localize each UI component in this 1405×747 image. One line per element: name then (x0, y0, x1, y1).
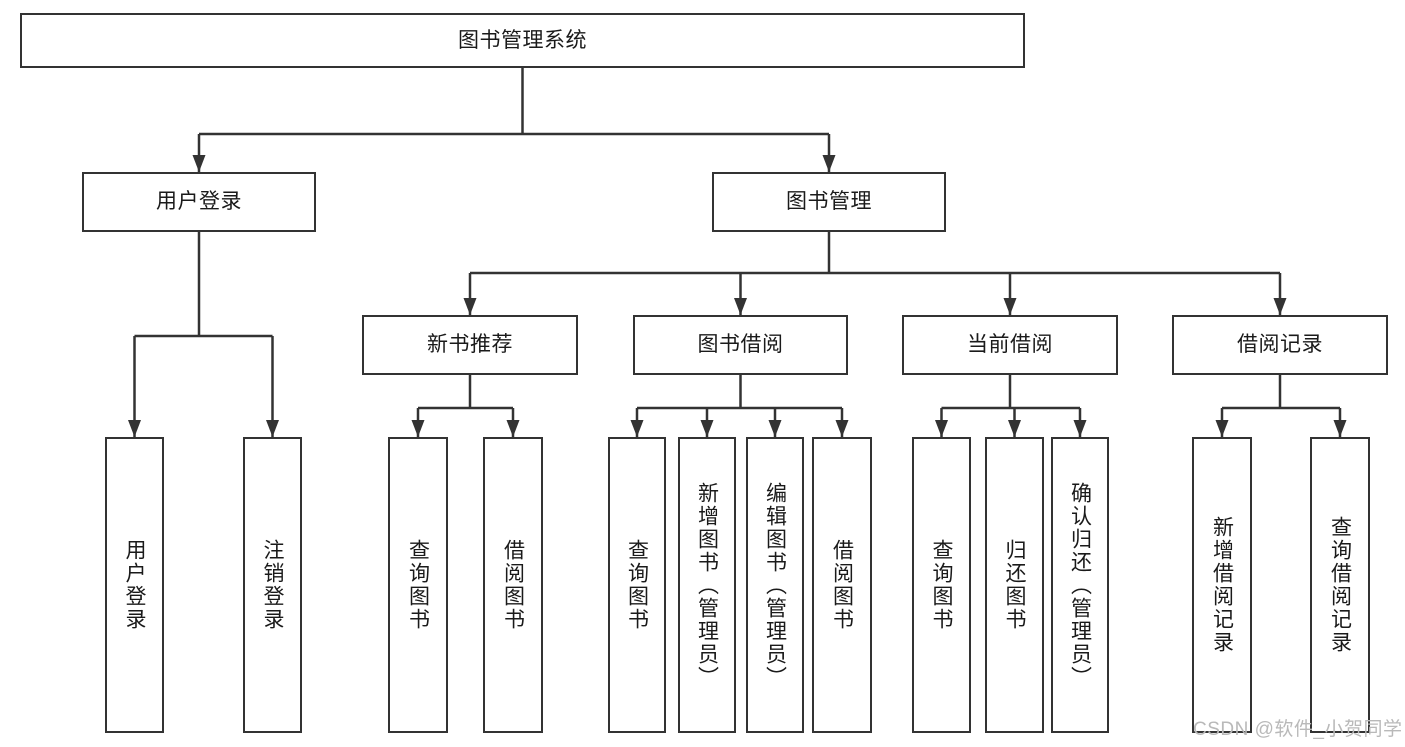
edge-arrowhead (506, 420, 520, 437)
node-label: 用户登录 (156, 190, 242, 214)
edge-arrowhead (463, 298, 477, 315)
node-leaf-bb-query[interactable]: 查询图书 (608, 437, 666, 733)
edge-arrowhead (128, 420, 141, 437)
node-current-borrow[interactable]: 当前借阅 (902, 315, 1118, 375)
node-label: 图书管理 (786, 190, 872, 214)
edge-arrowhead (835, 420, 849, 437)
node-label: 当前借阅 (967, 333, 1053, 357)
node-label: 查询图书 (930, 539, 953, 631)
node-borrow-record[interactable]: 借阅记录 (1172, 315, 1388, 375)
node-label: 新增图书（管理员） (695, 481, 719, 689)
node-label: 查询图书 (625, 539, 649, 631)
node-leaf-cb-query[interactable]: 查询图书 (912, 437, 971, 733)
node-label: 借阅记录 (1237, 333, 1323, 357)
node-leaf-user-login[interactable]: 用户登录 (105, 437, 164, 733)
node-label: 归还图书 (1003, 539, 1026, 631)
node-leaf-rec-borrow[interactable]: 借阅图书 (483, 437, 543, 733)
node-book-manage[interactable]: 图书管理 (712, 172, 946, 232)
node-label: 图书管理系统 (458, 28, 587, 52)
edge-arrowhead (411, 420, 425, 437)
edge-arrowhead (935, 420, 948, 437)
node-user-login[interactable]: 用户登录 (82, 172, 316, 232)
edge-arrowhead (822, 155, 836, 172)
edge-arrowhead (768, 420, 782, 437)
edge-arrowhead (1215, 420, 1229, 437)
node-leaf-bb-edit[interactable]: 编辑图书（管理员） (746, 437, 804, 733)
node-label: 图书借阅 (697, 333, 784, 357)
node-book-borrow[interactable]: 图书借阅 (633, 315, 848, 375)
node-root[interactable]: 图书管理系统 (20, 13, 1025, 68)
node-label: 用户登录 (123, 539, 146, 631)
edge-arrowhead (734, 298, 747, 315)
node-label: 新增借阅记录 (1210, 516, 1234, 654)
node-leaf-cb-return[interactable]: 归还图书 (985, 437, 1044, 733)
edge-arrowhead (1273, 298, 1287, 315)
node-label: 编辑图书（管理员） (763, 481, 787, 689)
node-leaf-rec-query[interactable]: 查询图书 (388, 437, 448, 733)
edge-arrowhead (700, 420, 714, 437)
edge-arrowhead (1333, 420, 1347, 437)
node-label: 查询借阅记录 (1328, 516, 1352, 654)
edge-arrowhead (1073, 420, 1087, 437)
node-label: 新书推荐 (427, 333, 513, 357)
node-label: 借阅图书 (830, 539, 854, 631)
node-leaf-br-add[interactable]: 新增借阅记录 (1192, 437, 1252, 733)
node-label: 确认归还（管理员） (1068, 481, 1092, 689)
node-leaf-user-logout[interactable]: 注销登录 (243, 437, 302, 733)
edge-arrowhead (192, 155, 206, 172)
edge-arrowhead (1003, 298, 1017, 315)
edge-arrowhead (266, 420, 279, 437)
node-leaf-br-query[interactable]: 查询借阅记录 (1310, 437, 1370, 733)
node-leaf-cb-confirm[interactable]: 确认归还（管理员） (1051, 437, 1109, 733)
node-label: 借阅图书 (501, 539, 525, 631)
node-new-book-rec[interactable]: 新书推荐 (362, 315, 578, 375)
edge-arrowhead (630, 420, 644, 437)
edge-arrowhead (1008, 420, 1021, 437)
node-leaf-bb-add[interactable]: 新增图书（管理员） (678, 437, 736, 733)
node-label: 查询图书 (406, 539, 430, 631)
node-label: 注销登录 (261, 539, 284, 631)
node-leaf-bb-borrow[interactable]: 借阅图书 (812, 437, 872, 733)
